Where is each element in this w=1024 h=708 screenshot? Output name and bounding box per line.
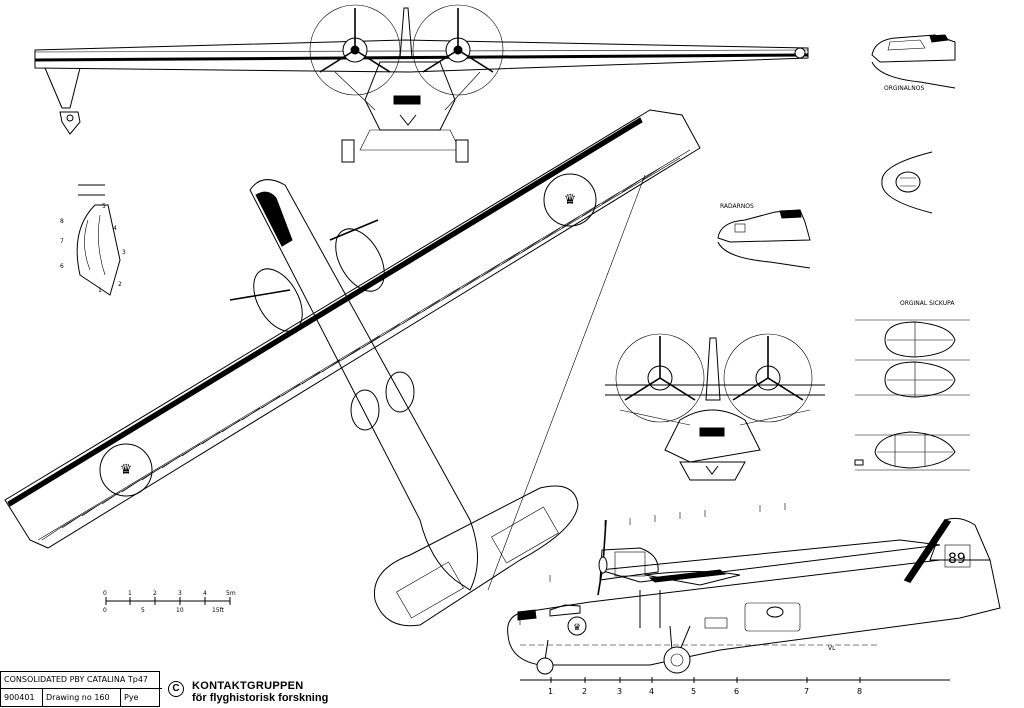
original-blister-detail: ORGINAL SICKUPA: [854, 300, 970, 471]
station-label: 6: [734, 687, 739, 696]
cross-section-detail: 8 7 6 5 4 3 2 1: [60, 184, 126, 296]
callout-label: 2: [118, 281, 122, 288]
drawing-title: CONSOLIDATED PBY CATALINA Tp47: [1, 672, 162, 689]
scale-tick-ft: 5: [141, 607, 145, 614]
station-label: 1: [548, 687, 553, 696]
publisher-subtitle: för flyghistorisk forskning: [192, 692, 329, 704]
copyright-icon: C: [168, 681, 184, 697]
rear-view: [605, 333, 825, 481]
drawing-number: Drawing no 160: [43, 689, 121, 707]
side-view: 89 ♛ VL: [507, 503, 1001, 696]
scale-bar: 0 1 2 3 4 5m 0 5 10 15ft: [103, 590, 236, 614]
scale-tick-ft: 0: [103, 607, 107, 614]
scale-tick-m: 5m: [226, 590, 236, 597]
callout-label: 6: [60, 263, 64, 270]
plan-view: ♛ ♛: [4, 109, 701, 627]
station-label: 3: [617, 687, 622, 696]
front-view: [34, 4, 809, 163]
nose-plan-detail: [881, 151, 933, 214]
callout-label: 3: [122, 249, 126, 256]
svg-text:♛: ♛: [573, 623, 581, 633]
vl-label: VL: [828, 645, 836, 652]
original-nose-detail: ORGINALNOS: [871, 34, 956, 92]
original-nose-label: ORGINALNOS: [884, 85, 924, 92]
drafter-signature: Pye: [121, 689, 159, 707]
publisher-name: KONTAKTGRUPPEN: [192, 680, 304, 692]
radar-nose-label: RADARNOS: [720, 203, 754, 210]
callout-label: 7: [60, 238, 64, 245]
drawing-id: 900401: [1, 689, 43, 707]
fuselage-number: 89: [948, 551, 966, 567]
original-blister-label: ORGINAL SICKUPA: [900, 300, 955, 307]
radar-nose-detail: RADARNOS: [717, 203, 811, 269]
scale-tick-ft: 10: [176, 607, 184, 614]
station-label: 4: [649, 687, 654, 696]
svg-text:♛: ♛: [120, 462, 133, 478]
callout-label: 1: [98, 287, 102, 294]
station-label: 8: [857, 687, 862, 696]
drafter-name: Pye: [124, 693, 139, 702]
station-label: 2: [582, 687, 587, 696]
svg-text:♛: ♛: [564, 192, 577, 208]
callout-label: 8: [60, 218, 64, 225]
title-block: CONSOLIDATED PBY CATALINA Tp47 900401 Dr…: [0, 671, 162, 707]
scale-tick-m: 0: [103, 590, 107, 597]
station-label: 5: [691, 687, 696, 696]
scale-tick-ft: 15ft: [212, 607, 225, 614]
trailing-edge-hatching: [41, 167, 661, 541]
scale-tick-m: 2: [153, 590, 157, 597]
callout-label: 5: [102, 203, 106, 210]
callout-label: 4: [113, 225, 117, 232]
scale-tick-m: 1: [128, 590, 132, 597]
station-label: 7: [804, 687, 809, 696]
scale-tick-m: 4: [203, 590, 207, 597]
scale-tick-m: 3: [178, 590, 182, 597]
